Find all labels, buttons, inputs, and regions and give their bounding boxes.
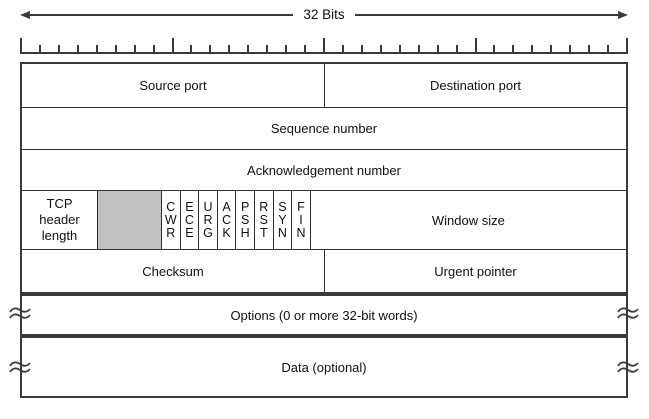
break-mark-icon [617,306,639,322]
break-mark-icon [9,306,31,322]
arrow-right-icon [618,11,628,19]
break-mark-icon [617,360,639,376]
field-tcp-header-length: TCP header length [22,191,98,249]
tcp-header-table: Source port Destination port Sequence nu… [20,62,628,294]
field-options: Options (0 or more 32-bit words) [230,307,418,323]
field-acknowledgement-number: Acknowledgement number [247,162,401,178]
data-box: Data (optional) [20,336,628,398]
field-checksum: Checksum [22,250,325,292]
bits-width-arrow: 32 Bits [20,7,628,23]
bits-label: 32 Bits [303,7,345,22]
row-sequence-number: Sequence number [22,108,626,150]
field-window-size: Window size [431,212,505,228]
options-box: Options (0 or more 32-bit words) [20,294,628,336]
row-ports: Source port Destination port [22,64,626,108]
field-source-port: Source port [22,64,325,107]
row-acknowledgement-number: Acknowledgement number [22,150,626,191]
field-reserved [98,191,162,249]
field-data: Data (optional) [281,359,367,375]
bit-ruler [20,38,628,54]
field-sequence-number: Sequence number [270,121,378,136]
row-checksum: Checksum Urgent pointer [22,250,626,292]
arrow-left-icon [20,11,30,19]
field-urgent-pointer: Urgent pointer [434,263,517,279]
field-destination-port: Destination port [429,78,522,93]
break-mark-icon [9,360,31,376]
